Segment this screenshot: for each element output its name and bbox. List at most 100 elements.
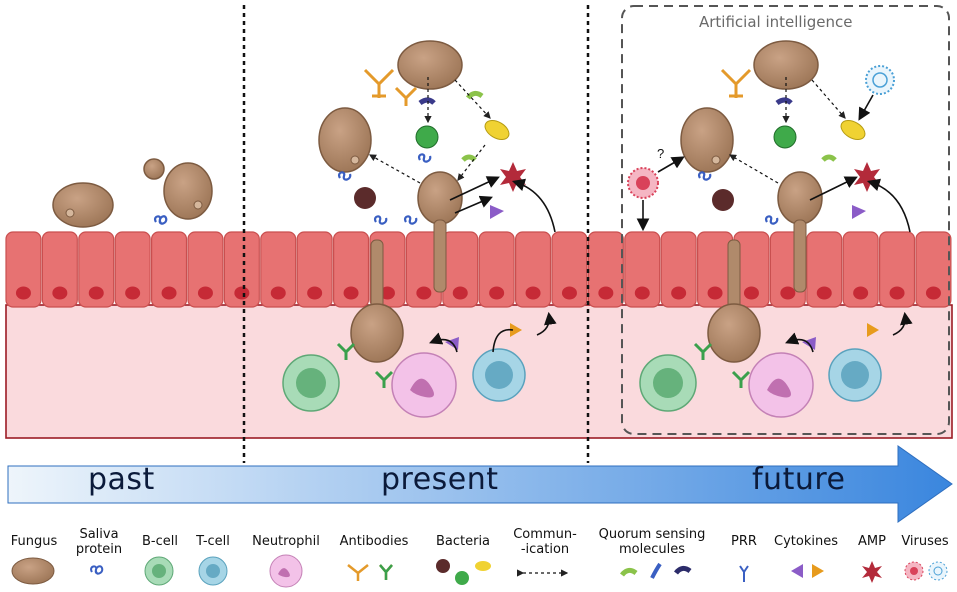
epithelial-cell <box>915 231 952 308</box>
fungus-cell <box>680 107 734 173</box>
cell-nucleus <box>780 286 796 300</box>
epithelial-cell <box>187 231 224 308</box>
cell-nucleus <box>161 286 177 300</box>
hypha <box>727 239 741 311</box>
legend-item-bacteria: Bacteria <box>435 534 491 549</box>
legend-item-amp: AMP <box>858 534 886 549</box>
amp-star <box>500 162 526 192</box>
epithelial-cell <box>878 231 916 308</box>
cell-nucleus <box>489 286 505 300</box>
saliva-protein <box>765 215 779 225</box>
fungus-icon <box>11 557 55 585</box>
saliva-protein <box>374 215 388 225</box>
legend-item-viruses: Viruses <box>901 534 949 549</box>
cell-nucleus <box>889 286 905 300</box>
fungus-cell <box>318 107 372 173</box>
fungus-cell <box>397 40 463 90</box>
antibody <box>693 342 713 360</box>
question-mark: ? <box>657 146 664 161</box>
timeline-arrow <box>7 445 953 523</box>
era-label-future: future <box>752 462 846 497</box>
cell-nucleus <box>416 286 432 300</box>
epithelial-cell <box>624 231 661 308</box>
cell-nucleus <box>853 286 869 300</box>
cytokine <box>867 323 879 337</box>
antibody <box>731 370 751 388</box>
cell-nucleus <box>88 286 104 300</box>
cell-nucleus <box>379 286 395 300</box>
antibody <box>720 68 752 98</box>
epithelial-cell <box>114 231 151 308</box>
fungus-cell <box>753 40 819 90</box>
quorum-molecule <box>775 97 793 106</box>
cell-nucleus <box>598 286 614 300</box>
legend-item-prr: PRR <box>731 534 757 549</box>
era-label-present: present <box>381 462 499 497</box>
cell-nucleus <box>307 286 323 300</box>
cell-nucleus <box>525 286 541 300</box>
epithelial-cell <box>223 231 260 308</box>
bacterium-green <box>773 125 797 149</box>
saliva-protein <box>404 215 418 225</box>
quorum-molecule <box>418 97 436 106</box>
hypha <box>793 219 807 293</box>
ai-region-label: Artificial intelligence <box>699 13 853 31</box>
cell-nucleus <box>343 286 359 300</box>
epithelium-layer <box>5 231 952 308</box>
cell-nucleus <box>816 286 832 300</box>
epithelial-cell <box>806 231 843 308</box>
saliva-protein-icon <box>90 565 104 575</box>
bacterium-yellow <box>840 120 866 140</box>
cell-nucleus <box>707 286 723 300</box>
epithelial-cell <box>478 231 515 308</box>
future-scene: ? <box>627 40 913 418</box>
cell-nucleus <box>270 286 286 300</box>
bacterium-brown <box>712 189 734 211</box>
amp-star-icon <box>862 561 882 583</box>
cell-nucleus <box>561 286 577 300</box>
antibody <box>363 68 395 98</box>
antibody <box>374 370 394 388</box>
epithelial-cell <box>5 231 42 308</box>
virus-icon <box>904 561 948 581</box>
legend-item-bcell: B-cell <box>142 534 178 549</box>
bacterium-yellow <box>484 120 510 140</box>
epithelial-cell <box>260 231 297 308</box>
saliva-protein <box>418 153 432 163</box>
present-scene <box>282 40 557 418</box>
cell-nucleus <box>671 286 687 300</box>
saliva-protein <box>154 215 168 225</box>
fungus-cell <box>52 182 114 228</box>
bacterium-brown <box>354 187 376 209</box>
fungus-cell <box>707 303 761 363</box>
cell-nucleus <box>925 286 941 300</box>
epithelial-cell <box>296 231 333 308</box>
epithelial-cell <box>514 231 552 308</box>
cell-nucleus <box>234 286 250 300</box>
quorum-molecule <box>821 154 837 162</box>
ai-region-box <box>621 5 950 435</box>
amp-star <box>854 162 880 192</box>
legend-item-communication: Commun--ication <box>513 527 577 557</box>
legend-item-fungus: Fungus <box>10 534 58 549</box>
cell-nucleus <box>125 286 141 300</box>
cell-nucleus <box>197 286 213 300</box>
quorum-molecule <box>466 90 484 100</box>
past-scene <box>52 158 213 228</box>
hypha <box>370 239 384 311</box>
prr-receptor-icon <box>739 565 749 582</box>
cytokine <box>852 205 866 219</box>
virus-blue <box>865 65 895 95</box>
epithelial-cell <box>333 231 370 308</box>
antibody <box>336 342 356 360</box>
epithelial-cell <box>78 231 115 308</box>
quorum-molecule-icon <box>620 567 638 577</box>
legend-item-neutrophil: Neutrophil <box>252 534 320 549</box>
epithelial-cell <box>41 231 78 308</box>
bacteria-icon <box>436 559 450 573</box>
legend-item-antibodies: Antibodies <box>339 534 409 549</box>
quorum-molecule <box>461 154 477 162</box>
